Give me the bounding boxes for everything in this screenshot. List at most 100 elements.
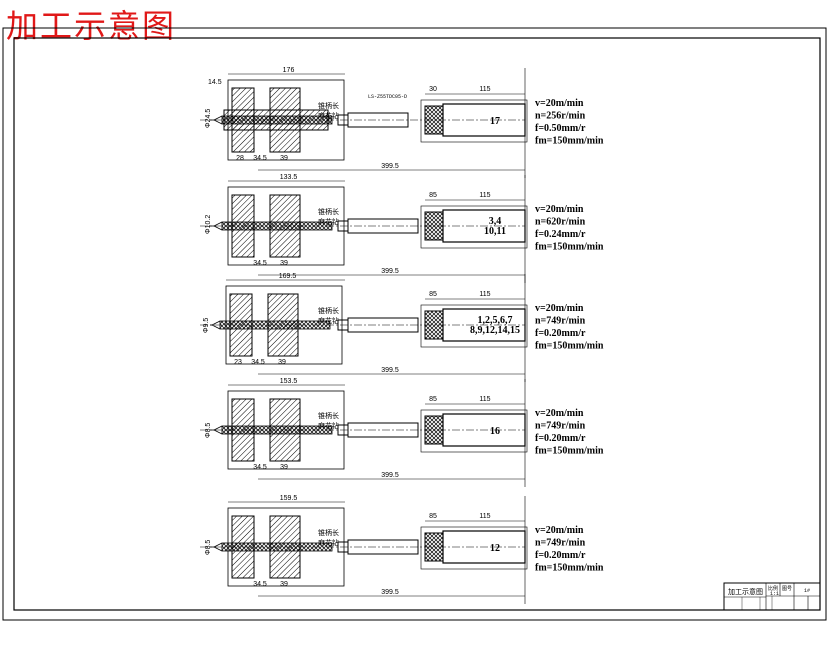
cutting-param: f=0.20mm/r bbox=[535, 433, 586, 444]
dim-bottom: 23 bbox=[234, 359, 242, 366]
diameter-label: Φ9.5 bbox=[203, 318, 210, 333]
tool-code: LS-Z55TDC05-D bbox=[368, 94, 407, 100]
dim-bottom: 34.5 bbox=[253, 155, 267, 162]
dim-head: 115 bbox=[479, 513, 490, 520]
power-head-outline bbox=[420, 526, 528, 570]
diameter-label: Φ10.2 bbox=[205, 215, 212, 234]
tool-note: 锥柄长 bbox=[318, 306, 339, 316]
dim-head: 115 bbox=[479, 291, 490, 298]
tool-note: 锥柄长 bbox=[318, 411, 339, 421]
dim-head: 115 bbox=[479, 86, 490, 93]
power-head-outline bbox=[420, 99, 528, 143]
title-block-cell: 1# bbox=[804, 588, 810, 594]
head-label: 17 bbox=[490, 116, 500, 127]
dim-head: 30 bbox=[429, 86, 437, 93]
head-label: 12 bbox=[490, 543, 500, 554]
cutting-param: n=749r/min bbox=[535, 316, 586, 327]
dim-total: 399.5 bbox=[381, 589, 399, 596]
cutting-param: n=749r/min bbox=[535, 538, 586, 549]
cutting-param: v=20m/min bbox=[535, 204, 584, 215]
cutting-param: fm=150mm/min bbox=[535, 136, 604, 147]
dim-bottom: 39 bbox=[280, 260, 288, 267]
tool-note: 麻花钻 bbox=[318, 421, 339, 431]
diameter-label: Φ8.5 bbox=[205, 540, 212, 555]
power-head-flange bbox=[424, 105, 444, 135]
dim-bottom: 34.5 bbox=[253, 581, 267, 588]
dim-top: 133.5 bbox=[280, 174, 298, 181]
dim-total: 399.5 bbox=[381, 163, 399, 170]
title-block-name: 加工示意图 bbox=[728, 587, 763, 597]
power-head-flange bbox=[424, 415, 444, 445]
cutting-param: n=256r/min bbox=[535, 111, 586, 122]
dim-bottom: 39 bbox=[278, 359, 286, 366]
tool-note: 麻花钻 bbox=[318, 217, 339, 227]
cutting-param: fm=150mm/min bbox=[535, 341, 604, 352]
cutting-param: f=0.24mm/r bbox=[535, 229, 586, 240]
drill-shank bbox=[221, 221, 333, 231]
dim-top: 169.5 bbox=[279, 273, 297, 280]
tool-note: 麻花钻 bbox=[318, 538, 339, 548]
spindle bbox=[347, 422, 419, 438]
cutting-param: fm=150mm/min bbox=[535, 242, 604, 253]
dim-total: 399.5 bbox=[381, 472, 399, 479]
dim-top: 159.5 bbox=[280, 495, 298, 502]
cutting-param: v=20m/min bbox=[535, 303, 584, 314]
title-block-cell: 1:1 bbox=[770, 591, 779, 597]
cutting-param: n=749r/min bbox=[535, 421, 586, 432]
dim-head: 85 bbox=[429, 513, 437, 520]
tool-note: 麻花钻 bbox=[318, 316, 339, 326]
spindle bbox=[347, 539, 419, 555]
station-3: 1,2,5,6,78,9,12,14,15 169.5 85 115 23 34.5 39 3… bbox=[200, 273, 604, 382]
tool-note: 锥柄长 bbox=[318, 101, 339, 111]
drill-body bbox=[223, 109, 329, 131]
cutting-param: n=620r/min bbox=[535, 217, 586, 228]
cutting-param: f=0.50mm/r bbox=[535, 123, 586, 134]
head-label: 8,9,12,14,15 bbox=[470, 325, 520, 336]
inner-border bbox=[13, 37, 821, 611]
dim-total: 399.5 bbox=[381, 268, 399, 275]
dim-bottom: 39 bbox=[280, 155, 288, 162]
cutting-param: v=20m/min bbox=[535, 525, 584, 536]
title-block: 加工示意图 比例 图号 1:1 1# bbox=[723, 582, 821, 611]
spindle bbox=[347, 112, 409, 128]
tool-note: 麻花钻 bbox=[318, 111, 339, 121]
outer-border bbox=[2, 27, 827, 621]
head-label: 1,2,5,6,7 bbox=[478, 315, 513, 326]
dim-total: 399.5 bbox=[381, 367, 399, 374]
power-head-flange bbox=[424, 211, 444, 241]
head-label: 10,11 bbox=[484, 226, 506, 237]
dim-bottom: 28 bbox=[236, 155, 244, 162]
drill-shank bbox=[221, 542, 333, 552]
drill-shank bbox=[221, 425, 333, 435]
dim-head: 115 bbox=[479, 396, 490, 403]
head-label: 16 bbox=[490, 426, 500, 437]
dim-top: 176 bbox=[283, 67, 295, 74]
dim-head: 115 bbox=[479, 192, 490, 199]
dim-bottom: 34.5 bbox=[251, 359, 265, 366]
diameter-label: Φ24.5 bbox=[205, 109, 212, 128]
title-block-cell: 图号 bbox=[782, 586, 792, 592]
power-head-outline bbox=[420, 205, 528, 249]
drawing-title: 加工示意图 bbox=[6, 7, 177, 45]
spindle bbox=[347, 218, 419, 234]
cutting-param: v=20m/min bbox=[535, 408, 584, 419]
dim-bottom: 39 bbox=[280, 581, 288, 588]
dim-top: 153.5 bbox=[280, 378, 298, 385]
dim-left: 14.5 bbox=[208, 79, 222, 86]
power-head-flange bbox=[424, 310, 444, 340]
dim-bottom: 34.5 bbox=[253, 464, 267, 471]
spindle bbox=[347, 317, 419, 333]
dim-head: 85 bbox=[429, 396, 437, 403]
power-head-outline bbox=[420, 409, 528, 453]
cutting-param: fm=150mm/min bbox=[535, 563, 604, 574]
dim-head: 85 bbox=[429, 192, 437, 199]
diameter-label: Φ8.5 bbox=[205, 423, 212, 438]
dim-head: 85 bbox=[429, 291, 437, 298]
tool-note: 锥柄长 bbox=[318, 207, 339, 217]
drill-shank bbox=[219, 320, 331, 330]
